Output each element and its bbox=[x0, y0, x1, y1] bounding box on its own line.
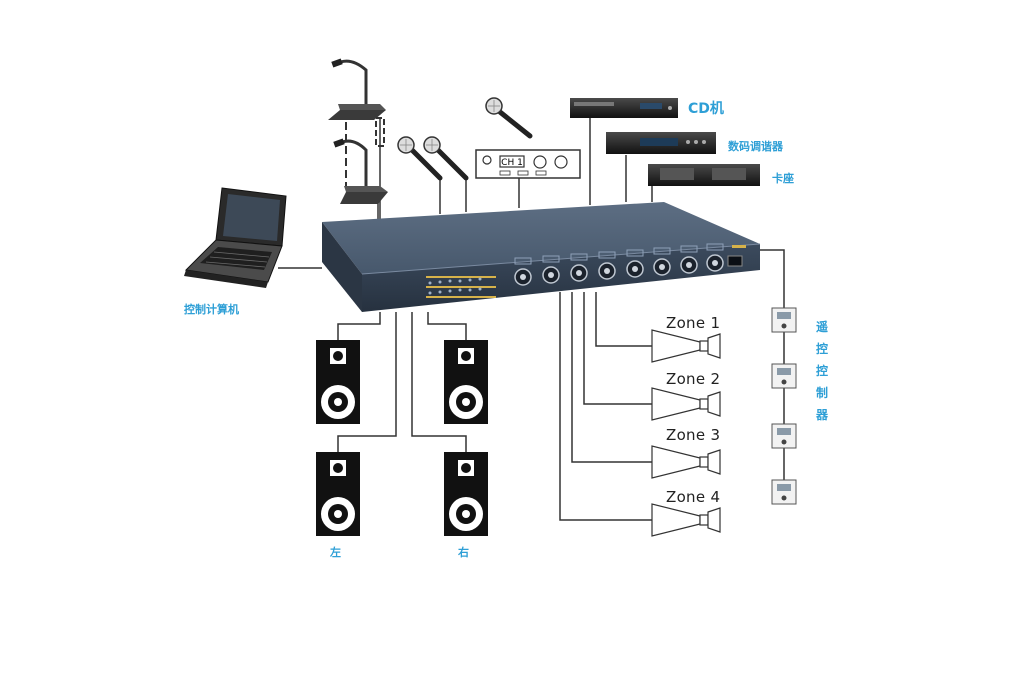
cassette-deck-icon bbox=[648, 164, 760, 186]
speaker-left-bottom bbox=[316, 452, 360, 536]
horn-speaker-zone-3 bbox=[651, 445, 721, 479]
control-computer-label: 控制计算机 bbox=[184, 303, 239, 316]
horn-speaker-zone-4 bbox=[651, 503, 721, 537]
left-speaker-label: 左 bbox=[330, 546, 341, 559]
digital-tuner-icon bbox=[606, 132, 716, 154]
zone-1-label: Zone 1 bbox=[666, 314, 721, 332]
handheld-microphone-icon bbox=[397, 136, 443, 181]
cd-player-label: CD机 bbox=[688, 101, 724, 117]
mixer-knobs bbox=[514, 243, 724, 286]
gooseneck-microphone-icon bbox=[333, 122, 388, 204]
digital-tuner-label: 数码调谐器 bbox=[728, 140, 783, 153]
horn-speaker-zone-1 bbox=[651, 329, 721, 363]
zone-4-label: Zone 4 bbox=[666, 488, 721, 506]
laptop-icon bbox=[184, 187, 287, 288]
speaker-right-bottom bbox=[444, 452, 488, 536]
wireless-receiver-icon: CH 1 bbox=[475, 149, 581, 179]
remote-controller-icon bbox=[771, 307, 797, 333]
cd-player-icon bbox=[570, 98, 678, 118]
handheld-microphone-icon bbox=[423, 136, 469, 181]
remote-controller-icon bbox=[771, 479, 797, 505]
right-speaker-label: 右 bbox=[458, 546, 469, 559]
mixer-amplifier bbox=[322, 202, 761, 312]
remote-controller-icon bbox=[771, 423, 797, 449]
speaker-left-top bbox=[316, 340, 360, 424]
speaker-right-top bbox=[444, 340, 488, 424]
wireless-microphone-icon bbox=[485, 97, 533, 139]
cassette-deck-label: 卡座 bbox=[772, 172, 794, 185]
zone-3-label: Zone 3 bbox=[666, 426, 721, 444]
gooseneck-microphone-icon bbox=[328, 58, 386, 147]
wires bbox=[278, 118, 785, 521]
remote-controller-icon bbox=[771, 363, 797, 389]
zone-2-label: Zone 2 bbox=[666, 370, 721, 388]
receiver-channel-label: CH 1 bbox=[501, 158, 523, 168]
horn-speaker-zone-2 bbox=[651, 387, 721, 421]
remote-controller-label: 遥控控制器 bbox=[815, 320, 828, 422]
